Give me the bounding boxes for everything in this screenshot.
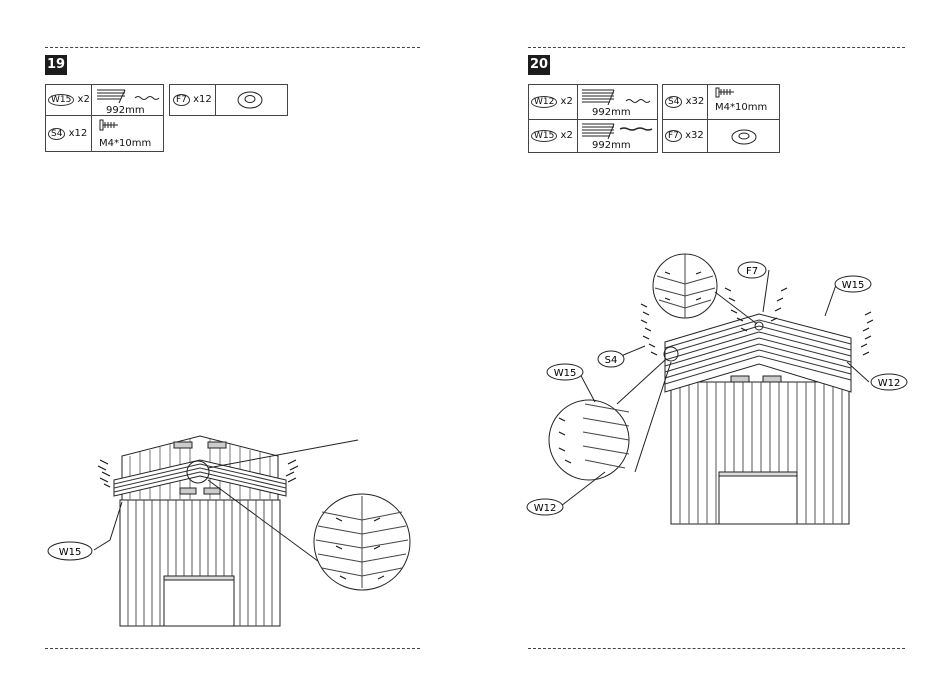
- callout-w12-detail: W12: [534, 503, 557, 514]
- part-qty: x2: [78, 94, 90, 105]
- screw-icon: [714, 86, 754, 102]
- part-qty: x2: [561, 96, 573, 107]
- part-size: 992mm: [592, 107, 631, 118]
- part-size: 992mm: [592, 140, 631, 151]
- part-s4-cell: S4 x12: [45, 115, 92, 152]
- part-f7-cell: F7 x12: [169, 84, 216, 116]
- part-code-w15: W15: [48, 94, 74, 106]
- washer-icon: [216, 85, 289, 117]
- top-divider-right: [528, 47, 905, 48]
- callout-w15: W15: [59, 547, 82, 558]
- step-19-shed-illustration: W15: [40, 400, 460, 660]
- part-size: M4*10mm: [715, 102, 767, 113]
- part-f7-image-cell: [215, 84, 288, 116]
- part-size: M4*10mm: [99, 138, 151, 149]
- step-20-number: 20: [528, 55, 550, 75]
- part-code-f7: F7: [173, 94, 190, 106]
- callout-w15-top: W15: [842, 280, 865, 291]
- part-qty: x12: [193, 94, 212, 105]
- callout-f7: F7: [746, 266, 758, 277]
- screw-icon: [98, 118, 138, 136]
- panel-stack-icon: [95, 87, 165, 107]
- part-w15-image-cell: 992mm: [91, 84, 164, 116]
- washer-icon: [708, 120, 781, 154]
- part-w12-image-cell: 992mm: [577, 84, 658, 120]
- part-code-s4: S4: [665, 96, 682, 108]
- part-s4-image-cell: M4*10mm: [91, 115, 164, 152]
- top-divider-left: [45, 47, 420, 48]
- part-qty: x12: [69, 128, 88, 139]
- part-w15-cell-20: W15 x2: [528, 119, 578, 153]
- part-f7-cell-20: F7 x32: [662, 119, 708, 153]
- panel-stack-icon: [580, 87, 658, 109]
- step-19-number: 19: [45, 55, 67, 75]
- bottom-divider-right: [528, 648, 905, 649]
- callout-w15-detail: W15: [554, 368, 577, 379]
- part-s4-image-cell-20: M4*10mm: [707, 84, 780, 120]
- callout-w12-right: W12: [878, 378, 901, 389]
- part-w15-cell: W15 x2: [45, 84, 92, 116]
- part-code-s4: S4: [48, 128, 65, 140]
- step-20-shed-illustration: S4 F7 W15 W12 W15 W12: [525, 252, 925, 532]
- part-w12-cell: W12 x2: [528, 84, 578, 120]
- part-s4-cell-20: S4 x32: [662, 84, 708, 120]
- part-qty: x2: [561, 130, 573, 141]
- callout-s4: S4: [605, 355, 618, 366]
- part-qty: x32: [686, 96, 705, 107]
- part-w15-image-cell-20: 992mm: [577, 119, 658, 153]
- part-code-w12: W12: [531, 96, 557, 108]
- part-qty: x32: [685, 130, 704, 141]
- part-code-f7: F7: [665, 130, 682, 142]
- part-code-w15: W15: [531, 130, 557, 142]
- part-f7-image-cell-20: [707, 119, 780, 153]
